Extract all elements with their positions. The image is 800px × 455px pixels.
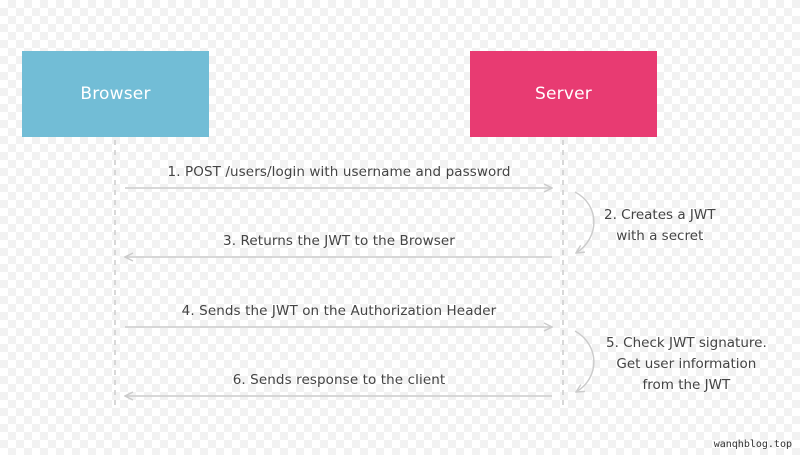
self-arrow-5 [575, 330, 595, 392]
server-actor-box: Server [470, 51, 657, 137]
note-5-line-1: 5. Check JWT signature. [606, 335, 767, 351]
note-5-line-3: from the JWT [642, 377, 731, 393]
browser-actor-label: Browser [80, 84, 151, 104]
note-5-line-2: Get user information [616, 356, 757, 372]
watermark: wanqhblog.top [713, 439, 792, 450]
message-label-1: 1. POST /users/login with username and p… [167, 164, 511, 180]
note-2-line-2: with a secret [616, 228, 704, 244]
self-arrow-2 [575, 191, 595, 253]
server-actor-label: Server [535, 84, 592, 104]
message-label-6: 6. Sends response to the client [232, 372, 446, 388]
note-2-line-1: 2. Creates a JWT [604, 207, 716, 223]
browser-actor-box: Browser [22, 51, 209, 137]
message-label-3: 3. Returns the JWT to the Browser [223, 233, 455, 249]
message-label-4: 4. Sends the JWT on the Authorization He… [181, 303, 497, 319]
note-step-5: 5. Check JWT signature. Get user informa… [606, 333, 767, 396]
note-step-2: 2. Creates a JWT with a secret [604, 205, 716, 247]
